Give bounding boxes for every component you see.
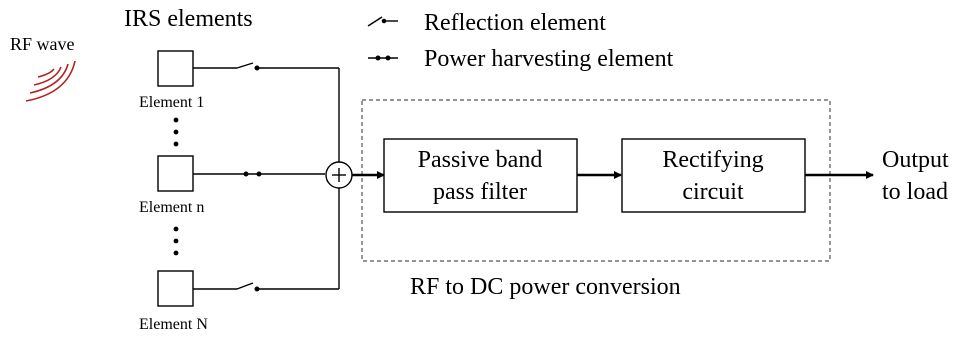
element-n-label: Element n <box>139 199 204 216</box>
irs-elements-label: IRS elements <box>124 6 253 32</box>
element-N-box <box>157 270 194 307</box>
output-label-line2: to load <box>882 179 948 205</box>
legend-reflection-switch-icon <box>367 16 398 27</box>
conversion-label: RF to DC power conversion <box>410 274 681 300</box>
element-1-box <box>157 50 194 87</box>
legend-harvesting-label: Power harvesting element <box>424 46 674 72</box>
output-label-line1: Output <box>882 147 949 173</box>
filter-label-line1: Passive band <box>418 147 543 173</box>
rf-dc-conversion-region <box>361 99 831 262</box>
rf-wave-icon <box>25 60 76 102</box>
element-1-reflection-switch-icon <box>193 62 340 162</box>
rectifier-label-line1: Rectifying <box>662 147 763 173</box>
element-N-reflection-switch-icon <box>193 188 340 292</box>
legend-harvesting-switch-icon <box>368 55 398 61</box>
element-n-box <box>157 155 194 192</box>
legend-reflection-label: Reflection element <box>424 10 606 36</box>
rf-wave-label: RF wave <box>10 34 75 54</box>
element-N-label: Element N <box>139 316 208 333</box>
ellipsis-dots-bottom <box>173 226 179 256</box>
filter-block <box>383 138 578 213</box>
rectifier-block <box>621 138 806 213</box>
summing-junction-icon <box>325 161 353 189</box>
rectifier-label-line2: circuit <box>682 179 744 205</box>
ellipsis-dots-top <box>173 117 179 147</box>
element-n-harvesting-switch-icon <box>193 171 325 177</box>
filter-label-line2: pass filter <box>433 179 527 205</box>
element-1-label: Element 1 <box>139 94 204 111</box>
